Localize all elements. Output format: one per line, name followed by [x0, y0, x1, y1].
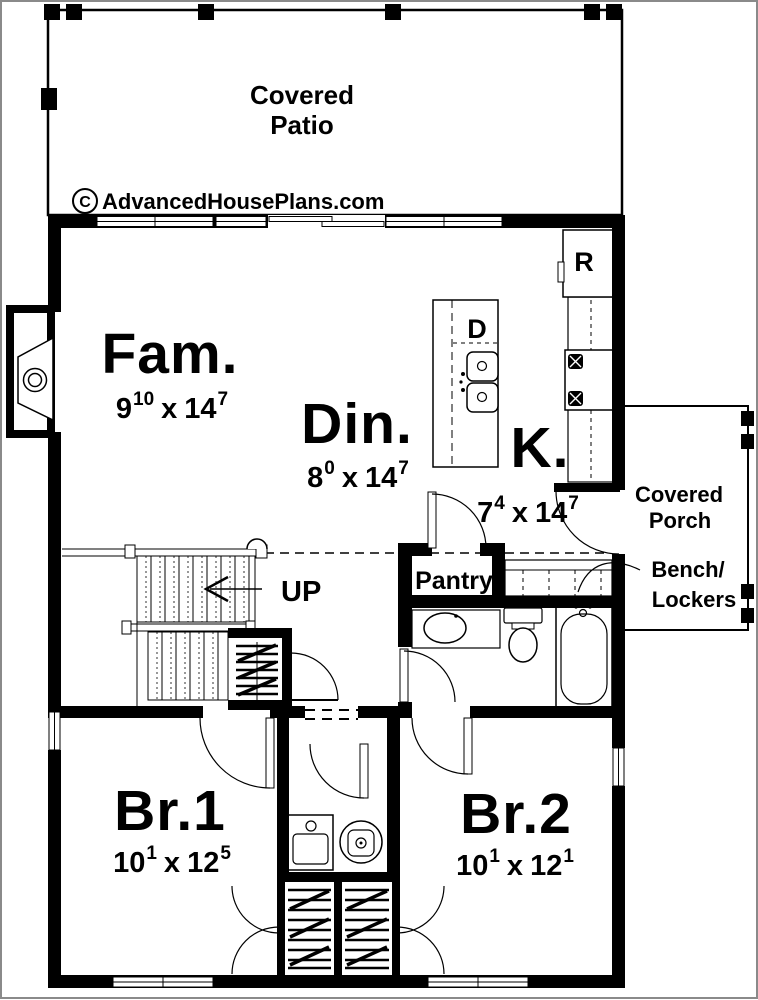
coat-closet [228, 628, 292, 712]
bedroom2-label: Br.2 [460, 782, 572, 846]
bedroom1-door-swing [199, 717, 275, 789]
window [96, 216, 214, 227]
watermark-text: AdvancedHousePlans.com [102, 189, 384, 214]
patio-posts-icon [41, 4, 622, 110]
family-room-label: Fam. [101, 322, 238, 386]
washer-icon [287, 814, 334, 871]
kitchen-fixtures [432, 229, 619, 483]
double-sink-icon [459, 351, 499, 413]
stairs-up-arrow-icon [203, 575, 262, 603]
labels: Covered Patio C AdvancedHousePlans.com F… [72, 80, 736, 882]
window [427, 976, 529, 988]
patio-label: Patio [270, 110, 334, 140]
range-icon [564, 349, 616, 411]
hanging-rod-icon [288, 888, 331, 970]
stairs-up-label: UP [281, 576, 321, 608]
window [385, 216, 503, 227]
closet1-double-door-swing [231, 885, 280, 975]
closet-door-swing [290, 652, 339, 701]
window [112, 976, 214, 988]
porch-posts-icon [741, 411, 754, 623]
porch-label: Porch [649, 508, 711, 533]
hanging-rod-icon [345, 888, 389, 970]
bedroom-closet-rods [288, 888, 389, 970]
bench-lockers [504, 559, 613, 597]
window [48, 711, 61, 751]
staircase [62, 538, 268, 707]
closet2-double-door-swing [396, 885, 445, 975]
laundry-fixtures [287, 814, 383, 871]
refrigerator-icon [562, 229, 619, 298]
window [215, 216, 267, 227]
bedroom2-door-swing [411, 717, 473, 775]
bathroom-fixtures [411, 603, 613, 709]
sliding-door-icon [268, 215, 385, 228]
patio-label: Covered [250, 80, 354, 110]
porch-label: Covered [635, 482, 723, 507]
kitchen-label: K. [511, 416, 570, 480]
covered-porch-outline [577, 405, 754, 631]
kitchen-island [432, 299, 499, 468]
bench-leader-line [577, 562, 641, 593]
windows [48, 215, 625, 988]
interior-walls [48, 543, 625, 975]
pantry-door-swing [427, 491, 487, 549]
bench-lockers-label: Bench/ [651, 557, 724, 582]
porch-door-swing [554, 483, 620, 555]
vanity-sink-icon [411, 609, 501, 649]
bedroom1-label: Br.1 [114, 779, 226, 843]
toilet-icon [503, 607, 543, 663]
dryer-icon [339, 820, 383, 864]
bath-door-swing [399, 648, 456, 703]
watermark: C AdvancedHousePlans.com [72, 188, 384, 214]
laundry-door-swing [309, 743, 369, 799]
bench-lockers-label: Lockers [652, 587, 736, 612]
dining-room-label: Din. [301, 392, 413, 456]
bathtub-icon [555, 603, 613, 709]
doors [199, 483, 620, 975]
dishwasher-label: D [467, 314, 487, 344]
window [612, 747, 625, 787]
pantry-label: Pantry [415, 567, 493, 595]
refrigerator-label: R [574, 247, 594, 277]
fireplace-icon [6, 305, 55, 438]
hanging-rod-icon [236, 642, 278, 700]
copyright-icon: C [79, 194, 91, 211]
cased-opening [305, 706, 358, 720]
